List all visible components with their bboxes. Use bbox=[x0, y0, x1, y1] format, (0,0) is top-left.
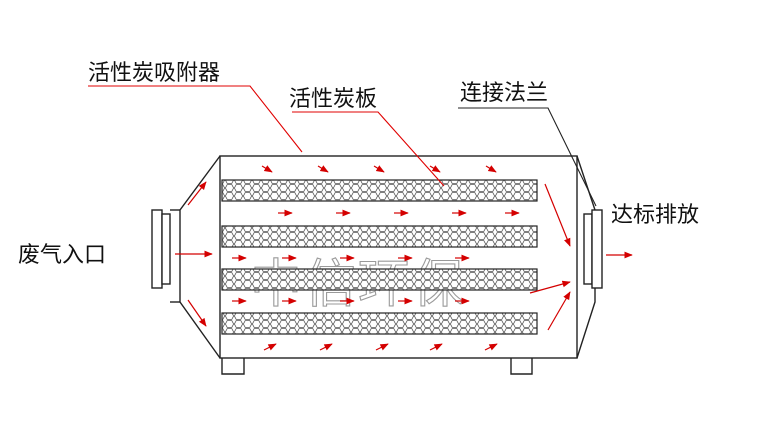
leader-carbon-plate bbox=[292, 111, 445, 187]
label-adsorber: 活性炭吸附器 bbox=[88, 61, 220, 86]
label-carbon-plate: 活性炭板 bbox=[289, 87, 377, 112]
leader-lines bbox=[88, 85, 597, 207]
outlet-flange bbox=[583, 209, 603, 289]
carbon-plate bbox=[221, 312, 538, 335]
carbon-plate bbox=[221, 225, 538, 248]
leader-adsorber bbox=[88, 85, 303, 153]
carbon-plates bbox=[221, 179, 538, 335]
inlet-flange bbox=[151, 209, 171, 289]
label-outlet: 达标排放 bbox=[611, 203, 699, 228]
airflow-arrows bbox=[175, 165, 633, 351]
leader-flange bbox=[458, 107, 597, 207]
label-inlet: 废气入口 bbox=[18, 243, 106, 268]
carbon-plate bbox=[221, 179, 538, 202]
carbon-plate bbox=[221, 268, 538, 291]
label-flange: 连接法兰 bbox=[460, 81, 548, 106]
